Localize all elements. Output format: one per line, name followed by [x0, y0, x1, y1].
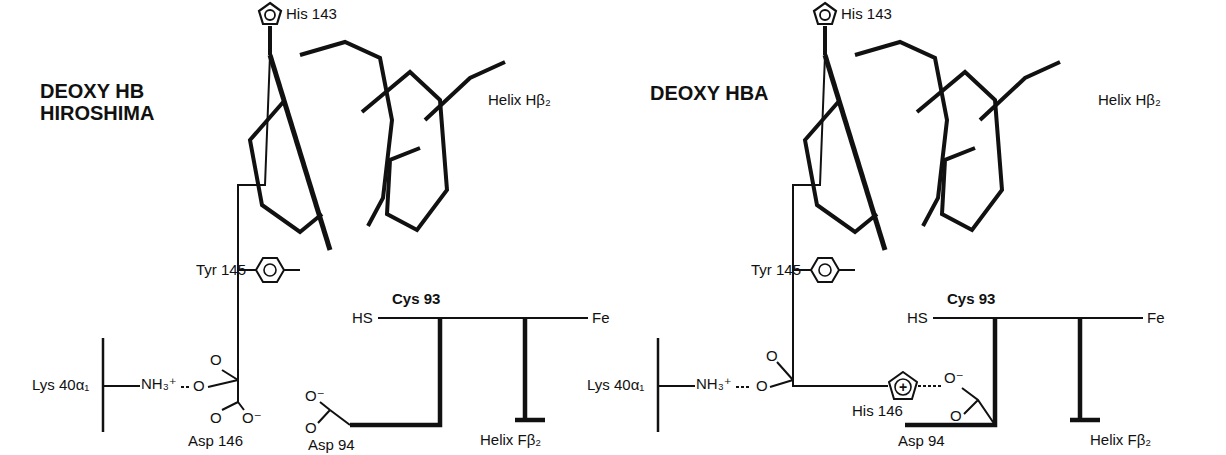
structure-label: Helix Fβ₂ [480, 432, 541, 449]
structure-label: O [766, 348, 778, 365]
structure-label: O⁻ [242, 410, 262, 427]
structure-label: O [210, 352, 222, 369]
panel-title: DEOXY HB HIROSHIMA [40, 80, 170, 124]
structure-label: O [756, 378, 768, 395]
structure-label: Asp 94 [898, 433, 945, 450]
side-chains [181, 362, 995, 425]
structure-label: O [950, 408, 962, 425]
structure-label: Tyr 145 [196, 262, 246, 279]
structure-label: His 143 [841, 6, 892, 23]
structure-label: Fe [592, 310, 610, 327]
structure-label: His 143 [286, 6, 337, 23]
structure-label: O [210, 410, 222, 427]
helix-right [658, 3, 1143, 432]
helix-left [103, 3, 588, 432]
structure-label: Cys 93 [947, 291, 995, 308]
structure-label: NH₃⁺ [141, 376, 177, 393]
structure-label: Lys 40α₁ [587, 377, 644, 394]
structure-label: Asp 146 [188, 433, 243, 450]
structure-label: NH₃⁺ [696, 376, 732, 393]
panel-title: DEOXY HBA [650, 82, 790, 104]
structure-label: His 146 [852, 403, 903, 420]
structure-label: Asp 94 [308, 437, 355, 454]
structure-label: O [193, 378, 205, 395]
structure-label: Fe [1147, 310, 1165, 327]
structure-label: Tyr 145 [751, 262, 801, 279]
structure-label: HS [352, 310, 373, 327]
structure-label: Cys 93 [392, 291, 440, 308]
structure-label: Lys 40α₁ [32, 377, 89, 394]
structure-label: HS [907, 310, 928, 327]
structure-label: Helix Hβ₂ [1098, 92, 1161, 109]
structure-label: O⁻ [305, 388, 325, 405]
structure-label: Helix Fβ₂ [1090, 432, 1151, 449]
imidazole-ring: + [888, 371, 918, 401]
structure-label: Helix Hβ₂ [488, 92, 551, 109]
charge-sign: + [888, 380, 918, 394]
structure-label: O⁻ [944, 370, 964, 387]
structure-label: O [305, 420, 317, 437]
